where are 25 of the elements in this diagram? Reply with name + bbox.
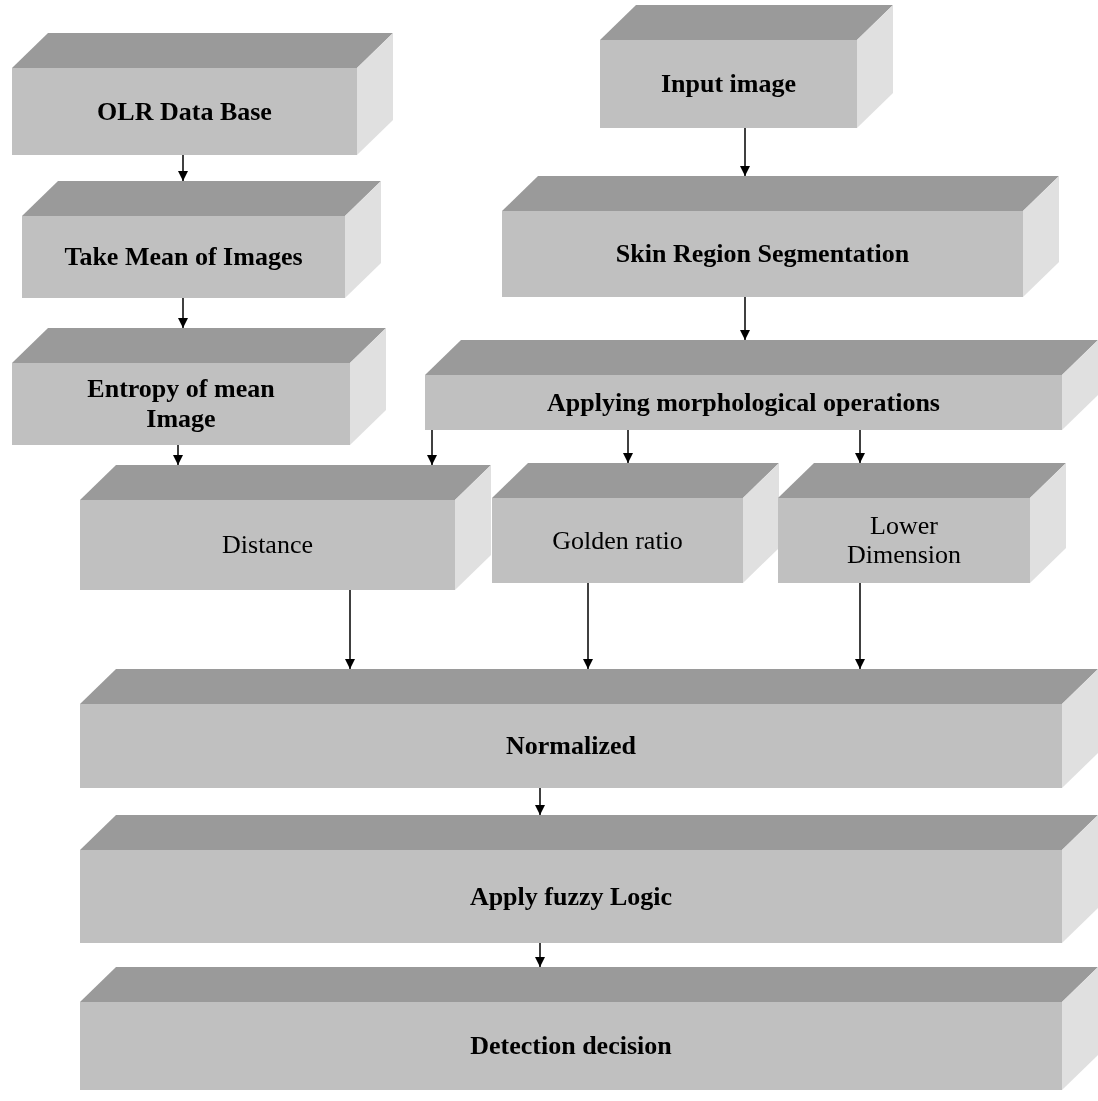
arrow xyxy=(740,127,750,177)
box-label: Golden ratio xyxy=(551,525,684,556)
box-label: Detection decision xyxy=(469,1031,673,1061)
box-label: Apply fuzzy Logic xyxy=(468,881,674,912)
arrow xyxy=(427,429,437,466)
arrow xyxy=(583,582,593,670)
box-label: Take Mean of Images xyxy=(63,242,304,272)
box-label: Normalized xyxy=(505,731,637,761)
arrow xyxy=(623,429,633,464)
box-label: Distance xyxy=(221,530,314,560)
box-label: Skin Region Segmentation xyxy=(614,239,911,269)
arrow xyxy=(740,296,750,341)
box-label: Lower Dimension xyxy=(845,510,963,571)
box-label: Input image xyxy=(659,69,798,99)
box-label: Applying morphological operations xyxy=(546,387,941,418)
arrow xyxy=(855,582,865,670)
arrow xyxy=(178,297,188,329)
arrow xyxy=(855,429,865,464)
arrow xyxy=(535,787,545,816)
arrow xyxy=(173,444,183,466)
arrow xyxy=(345,589,355,670)
box-label: Entropy of mean Image xyxy=(86,374,276,434)
arrow xyxy=(178,154,188,182)
arrow xyxy=(535,942,545,968)
box-label: OLR Data Base xyxy=(96,96,273,127)
